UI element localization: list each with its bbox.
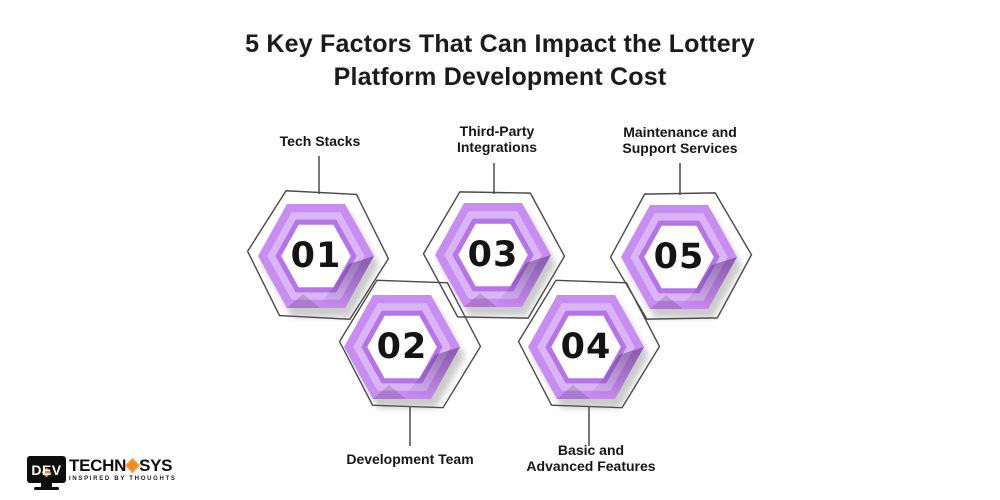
title-line-1: 5 Key Factors That Can Impact the Lotter… [245,30,755,58]
factor-label-maintenance-support: Maintenance and Support Services [622,124,738,156]
factor-label-basic-advanced-features: Basic and Advanced Features [526,442,656,474]
monitor-icon: DEV [27,456,66,490]
gem-icon [124,457,141,474]
logo-brand-name: TECHN SYS [69,456,173,475]
logo-dev-text: DEV [31,461,62,478]
factor-number-05: 05 [653,237,705,277]
monitor-stand-base [34,487,59,490]
factor-number-04: 04 [560,327,612,367]
title-line-2: Platform Development Cost [333,63,667,91]
factor-number-02: 02 [376,327,428,367]
factor-label-tech-stacks: Tech Stacks [279,133,361,149]
factor-label-development-team: Development Team [346,451,474,467]
logo-tagline: INSPIRED BY THOUGHTS [69,476,177,482]
factor-number-03: 03 [467,235,519,275]
page-title: 5 Key Factors That Can Impact the Lotter… [0,28,1000,94]
factor-number-01: 01 [290,236,342,276]
monitor-stand [41,483,52,487]
dev-technosys-logo: DEV TECHN SYS INSPIRED BY THOUGHTS [27,456,177,490]
factor-label-third-party-integrations: Third-Party Integrations [456,123,538,155]
